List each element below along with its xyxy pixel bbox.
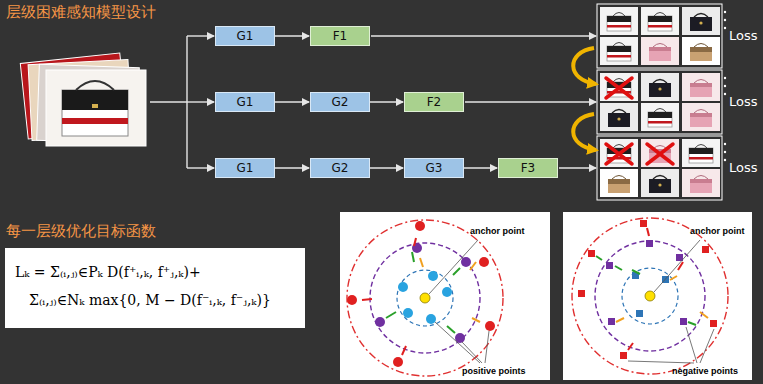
- title: 层级困难感知模型设计: [6, 3, 156, 22]
- connector-arrow: [275, 167, 309, 168]
- input-arrows: [150, 36, 214, 168]
- hard-sample-arrow: [573, 48, 596, 150]
- loss-label: Loss: [729, 28, 758, 43]
- formula-line: Σ₍ᵢ,ⱼ₎∈Nₖ max{0, M − D(f⁻ᵢ,ₖ, f⁻ⱼ,ₖ)}: [15, 286, 295, 314]
- figure-label: anchor point: [690, 226, 745, 236]
- more-dots: [724, 11, 726, 161]
- encoder-box: G2: [310, 158, 370, 178]
- box-label: G1: [237, 95, 254, 109]
- feature-box: F1: [310, 26, 370, 46]
- output-arrows: [371, 36, 596, 168]
- figure-label: anchor point: [470, 226, 525, 236]
- box-label: G2: [332, 95, 349, 109]
- box-label: G3: [426, 161, 443, 175]
- box-label: F1: [333, 29, 348, 43]
- encoder-box: G2: [310, 92, 370, 112]
- feature-box: F2: [404, 92, 464, 112]
- encoder-box: G1: [215, 158, 275, 178]
- encoder-box: G1: [215, 26, 275, 46]
- positive-embedding-figure: [340, 212, 550, 380]
- connector-arrow: [464, 167, 497, 168]
- formula-box: Lₖ = Σ₍ᵢ,ⱼ₎∈Pₖ D(f⁺ᵢ,ₖ, f⁺ⱼ,ₖ)+Σ₍ᵢ,ⱼ₎∈Nₖ…: [5, 248, 305, 328]
- connector-arrow: [275, 35, 309, 36]
- connector-arrow: [370, 167, 403, 168]
- encoder-box: G3: [404, 158, 464, 178]
- loss-label: Loss: [729, 160, 758, 175]
- box-label: G1: [237, 29, 254, 43]
- negative-embedding-figure: [563, 212, 752, 380]
- box-label: F3: [521, 161, 536, 175]
- image-stack: [20, 53, 146, 146]
- loss-label: Loss: [729, 94, 758, 109]
- formula-line: Lₖ = Σ₍ᵢ,ⱼ₎∈Pₖ D(f⁺ᵢ,ₖ, f⁺ⱼ,ₖ)+: [15, 258, 295, 286]
- box-label: F2: [427, 95, 442, 109]
- feature-box: F3: [498, 158, 558, 178]
- figure-label: positive points: [462, 366, 526, 376]
- result-grid: [597, 4, 722, 200]
- connector-arrow: [370, 101, 403, 102]
- encoder-box: G1: [215, 92, 275, 112]
- figure-label: negative points: [672, 366, 738, 376]
- reject-cross: [606, 78, 673, 164]
- box-label: G1: [237, 161, 254, 175]
- section-heading: 每一层级优化目标函数: [6, 222, 156, 241]
- connector-arrow: [275, 101, 309, 102]
- box-label: G2: [332, 161, 349, 175]
